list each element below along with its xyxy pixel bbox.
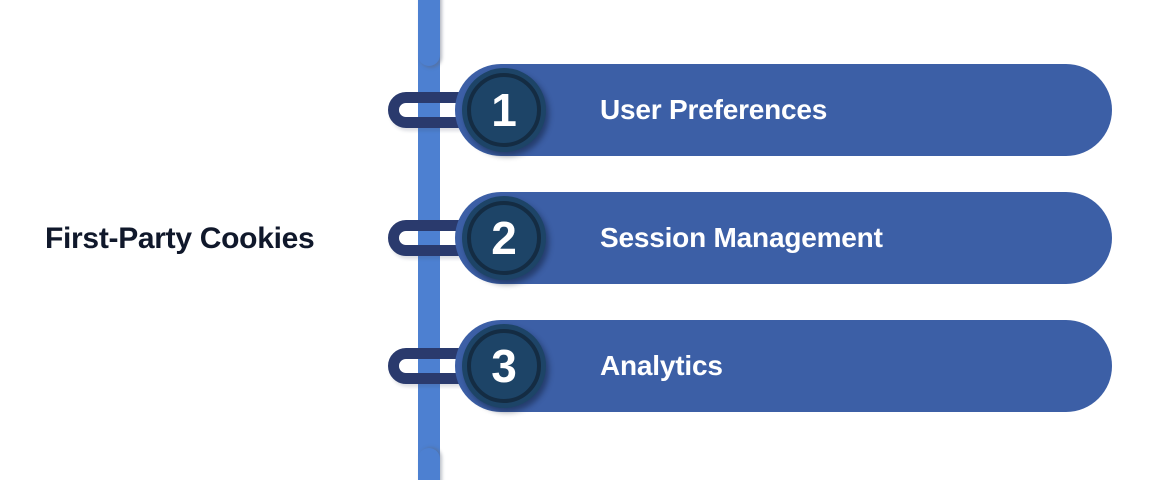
item-number: 3	[491, 340, 517, 392]
item-number-badge: 3	[462, 324, 546, 408]
timeline-rod-segment-bottom	[418, 448, 440, 480]
timeline-item-analytics: 3 Analytics	[455, 320, 1112, 412]
item-number-badge: 1	[462, 68, 546, 152]
item-label: Analytics	[600, 350, 723, 381]
item-number: 1	[491, 84, 517, 136]
timeline-item-user-preferences: 1 User Preferences	[455, 64, 1112, 156]
item-label: User Preferences	[600, 94, 828, 125]
diagram-root-label: First-Party Cookies	[45, 222, 315, 255]
timeline-item-session-management: 2 Session Management	[455, 192, 1112, 284]
item-number-badge: 2	[462, 196, 546, 280]
timeline-rod-segment-top	[418, 0, 440, 66]
item-number: 2	[491, 212, 517, 264]
item-label: Session Management	[600, 222, 883, 253]
